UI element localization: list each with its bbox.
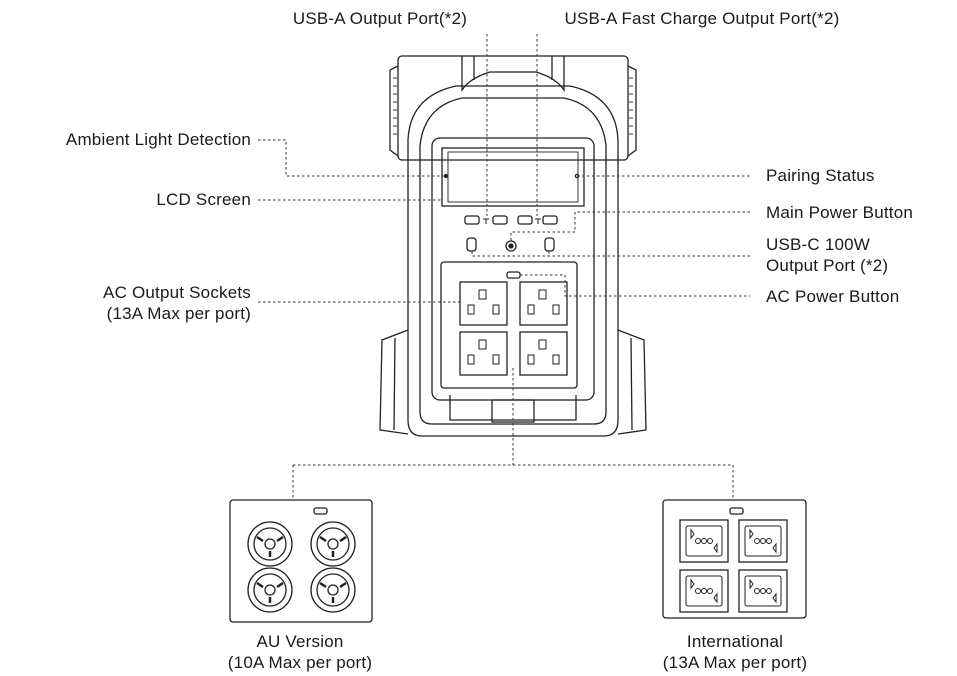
usb-c-label: USB-C 100W Output Port (*2) bbox=[766, 234, 888, 276]
ac-output-sockets-line1: AC Output Sockets bbox=[103, 283, 251, 302]
ac-power-button bbox=[506, 271, 521, 279]
pairing-status-label: Pairing Status bbox=[766, 166, 875, 185]
ac-panel bbox=[440, 261, 578, 389]
au-version-label: AU Version (10A Max per port) bbox=[228, 631, 372, 673]
au-panel bbox=[229, 499, 373, 623]
au-version-line1: AU Version bbox=[256, 632, 344, 651]
main-power-button bbox=[505, 240, 517, 252]
ac-output-sockets-label: AC Output Sockets (13A Max per port) bbox=[103, 282, 251, 324]
usb-a-output-label: USB-A Output Port(*2) bbox=[292, 9, 468, 28]
ac-output-sockets-line2: (13A Max per port) bbox=[106, 304, 251, 323]
au-sockets bbox=[247, 521, 356, 613]
usb-c-line1: USB-C 100W bbox=[766, 235, 871, 254]
intl-sockets bbox=[679, 519, 788, 613]
main-power-button-label: Main Power Button bbox=[766, 203, 914, 222]
usb-c-line2: Output Port (*2) bbox=[766, 256, 889, 275]
international-label: International (13A Max per port) bbox=[663, 631, 807, 673]
international-panel bbox=[662, 499, 807, 619]
ambient-light-label: Ambient Light Detection bbox=[65, 130, 251, 149]
lcd-screen bbox=[441, 147, 585, 207]
international-line1: International bbox=[686, 632, 784, 651]
au-version-line2: (10A Max per port) bbox=[227, 653, 373, 672]
leader-lines bbox=[258, 34, 750, 500]
lcd-screen-label: LCD Screen bbox=[156, 190, 251, 209]
ac-sockets bbox=[459, 281, 568, 376]
international-line2: (13A Max per port) bbox=[662, 653, 808, 672]
ac-power-button-label: AC Power Button bbox=[766, 287, 900, 306]
usb-a-fast-charge-label: USB-A Fast Charge Output Port(*2) bbox=[564, 9, 840, 28]
usb-a-ports bbox=[464, 215, 558, 225]
ambient-light-sensor bbox=[443, 173, 449, 179]
